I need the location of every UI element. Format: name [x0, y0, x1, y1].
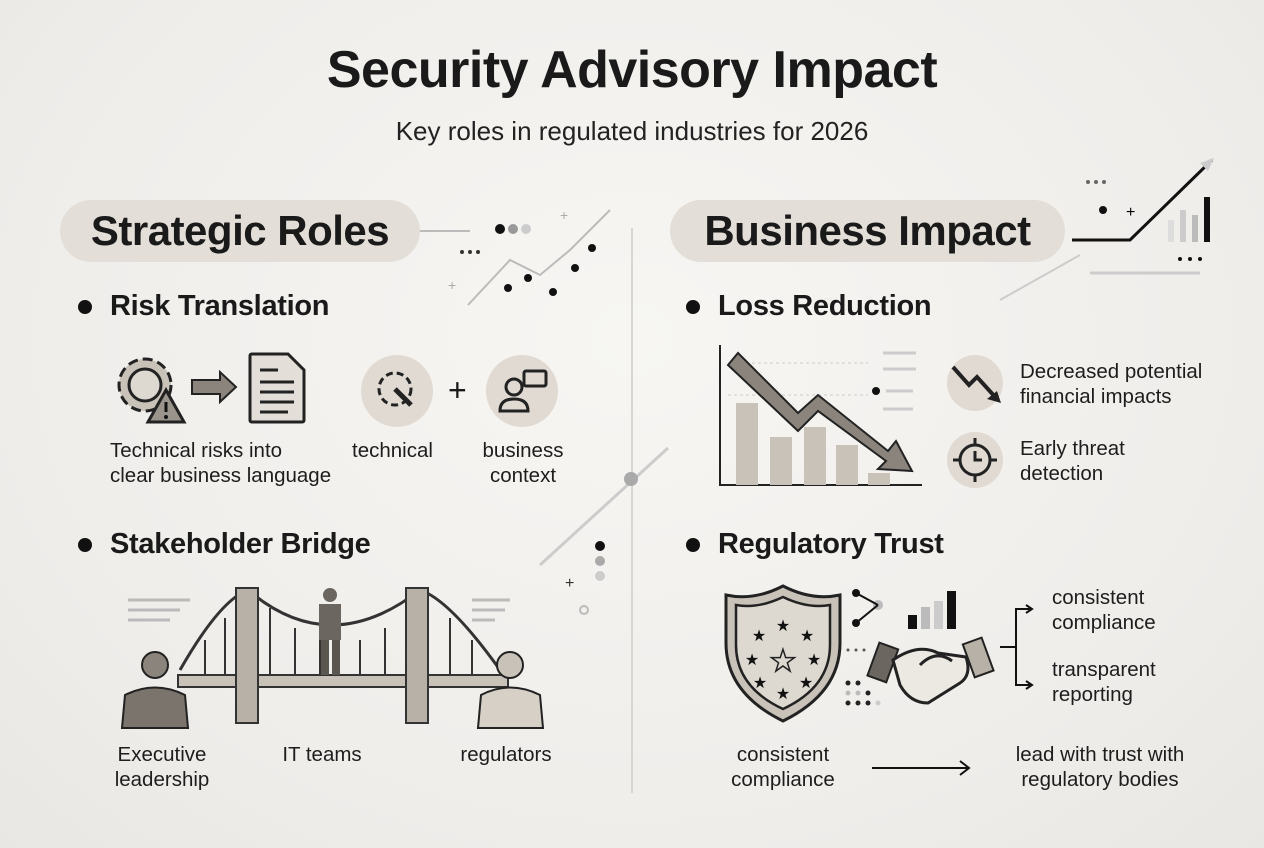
bullet-icon	[78, 537, 92, 552]
bridge-illustration	[120, 587, 545, 729]
svg-text:★: ★	[799, 675, 813, 692]
regulatory-trust-title: Regulatory Trust	[686, 528, 944, 561]
regulatory-trust-label: Regulatory Trust	[718, 528, 944, 560]
plus-sign: +	[448, 372, 467, 408]
bullet-icon	[686, 537, 700, 552]
decorative-trend-graphic: ++	[420, 207, 611, 306]
business-impact-heading: Business Impact	[670, 200, 1065, 262]
bullet-icon	[78, 299, 92, 314]
downtrend-arrow-icon	[947, 355, 1003, 411]
decorative-growth-graphic: +	[999, 158, 1214, 301]
declining-loss-chart-icon	[719, 345, 922, 486]
center-divider	[631, 228, 633, 793]
branch-arrows-icon	[1000, 604, 1034, 690]
svg-text:★: ★	[770, 645, 797, 678]
svg-text:+: +	[560, 207, 568, 223]
bullet-icon	[686, 299, 700, 314]
stakeholder-bridge-title: Stakeholder Bridge	[78, 528, 371, 561]
document-icon	[248, 352, 306, 424]
svg-text:+: +	[448, 277, 456, 293]
technical-gear-wrench-icon	[361, 355, 433, 427]
it-teams-label: IT teams	[282, 743, 362, 766]
target-clock-icon	[947, 432, 1003, 488]
loss-reduction-label: Loss Reduction	[718, 290, 932, 322]
svg-text:★: ★	[752, 628, 766, 645]
svg-text:+: +	[1126, 204, 1135, 221]
handshake-icon	[845, 589, 995, 706]
svg-text:★: ★	[807, 652, 821, 669]
star-shield-icon: ★★★★★★★★ ★	[724, 584, 842, 723]
risk-translation-title: Risk Translation	[78, 290, 330, 323]
page-subtitle: Key roles in regulated industries for 20…	[395, 116, 869, 146]
svg-text:★: ★	[753, 675, 767, 692]
svg-text:★: ★	[776, 686, 790, 703]
svg-text:★: ★	[745, 652, 759, 669]
decorative-arrow-graphic: +	[538, 446, 670, 615]
business-person-chat-icon	[486, 355, 558, 427]
arrow-right-icon	[191, 369, 238, 405]
loss-reduction-title: Loss Reduction	[686, 290, 932, 323]
page-title: Security Advisory Impact	[326, 41, 938, 99]
strategic-roles-heading: Strategic Roles	[60, 200, 420, 262]
regulators-label: regulators	[460, 743, 552, 766]
technical-caption: technical	[352, 439, 433, 462]
risk-translation-label: Risk Translation	[110, 290, 330, 322]
svg-text:★: ★	[800, 628, 814, 645]
gear-warning-icon	[117, 357, 187, 424]
flow-arrow-icon	[872, 760, 971, 776]
stakeholder-bridge-label: Stakeholder Bridge	[110, 528, 371, 560]
svg-text:+: +	[565, 575, 574, 592]
svg-text:★: ★	[776, 618, 790, 635]
